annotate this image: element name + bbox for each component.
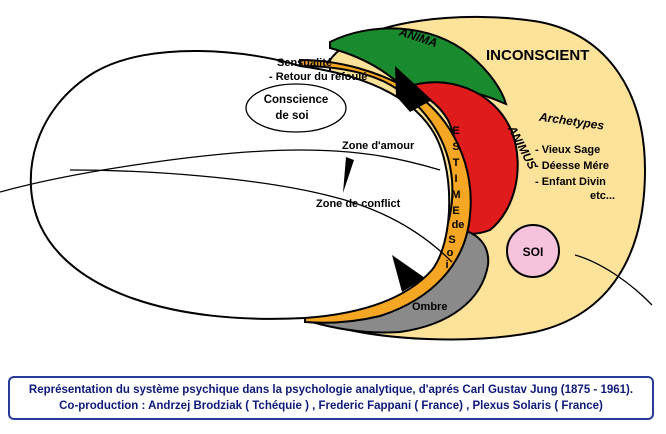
soi-circle <box>506 224 560 278</box>
inconscient-label: INCONSCIENT <box>486 47 589 64</box>
anima-region <box>329 27 508 106</box>
caption-line-1: Représentation du système psychique dans… <box>28 384 634 396</box>
soi-label: SOI <box>523 245 544 259</box>
archetype-item: - Déesse Mére <box>535 160 609 172</box>
estime-letter: I <box>454 173 457 185</box>
estime-letter: S <box>452 141 459 153</box>
archetype-item: etc... <box>590 190 615 202</box>
upper-black-wedge <box>395 66 432 112</box>
archetype-item: - Enfant Divin <box>535 176 606 188</box>
conscient-region <box>29 49 451 320</box>
conscience-label-line2: de soi <box>275 110 308 122</box>
conscience-de-soi-ellipse <box>245 83 347 133</box>
zone-arrow <box>343 157 354 193</box>
archetype-item: - Vieux Sage <box>535 144 600 156</box>
sensualite-label: Sensualité <box>277 57 332 69</box>
zone-amour-label: Zone d'amour <box>342 140 415 152</box>
estime-de-word: de <box>452 219 465 231</box>
estime-soi-letter: o <box>447 247 454 259</box>
estime-letter: E <box>452 125 459 137</box>
caption-box: Représentation du système psychique dans… <box>8 376 654 420</box>
caption-line-2: Co-production : Andrzej Brodziak ( Tchéq… <box>59 400 603 412</box>
retour-refoule-label: - Retour du refoulé <box>269 71 367 83</box>
soi-tail-line <box>574 254 653 306</box>
conscience-label-line1: Conscience <box>264 94 329 106</box>
estime-letter: M <box>451 189 460 201</box>
curve-lower-line <box>69 169 453 263</box>
estime-soi-letter: i <box>445 259 448 271</box>
estime-de-soi-label: E S T I M E de S o i <box>445 125 464 271</box>
estime-letter: E <box>452 205 459 217</box>
zone-conflict-label: Zone de conflict <box>316 198 401 210</box>
ombre-label: Ombre <box>412 301 447 313</box>
lower-black-wedge <box>392 255 425 292</box>
curve-upper-line <box>0 149 441 193</box>
estime-letter: T <box>453 157 460 169</box>
estime-soi-letter: S <box>448 234 455 246</box>
